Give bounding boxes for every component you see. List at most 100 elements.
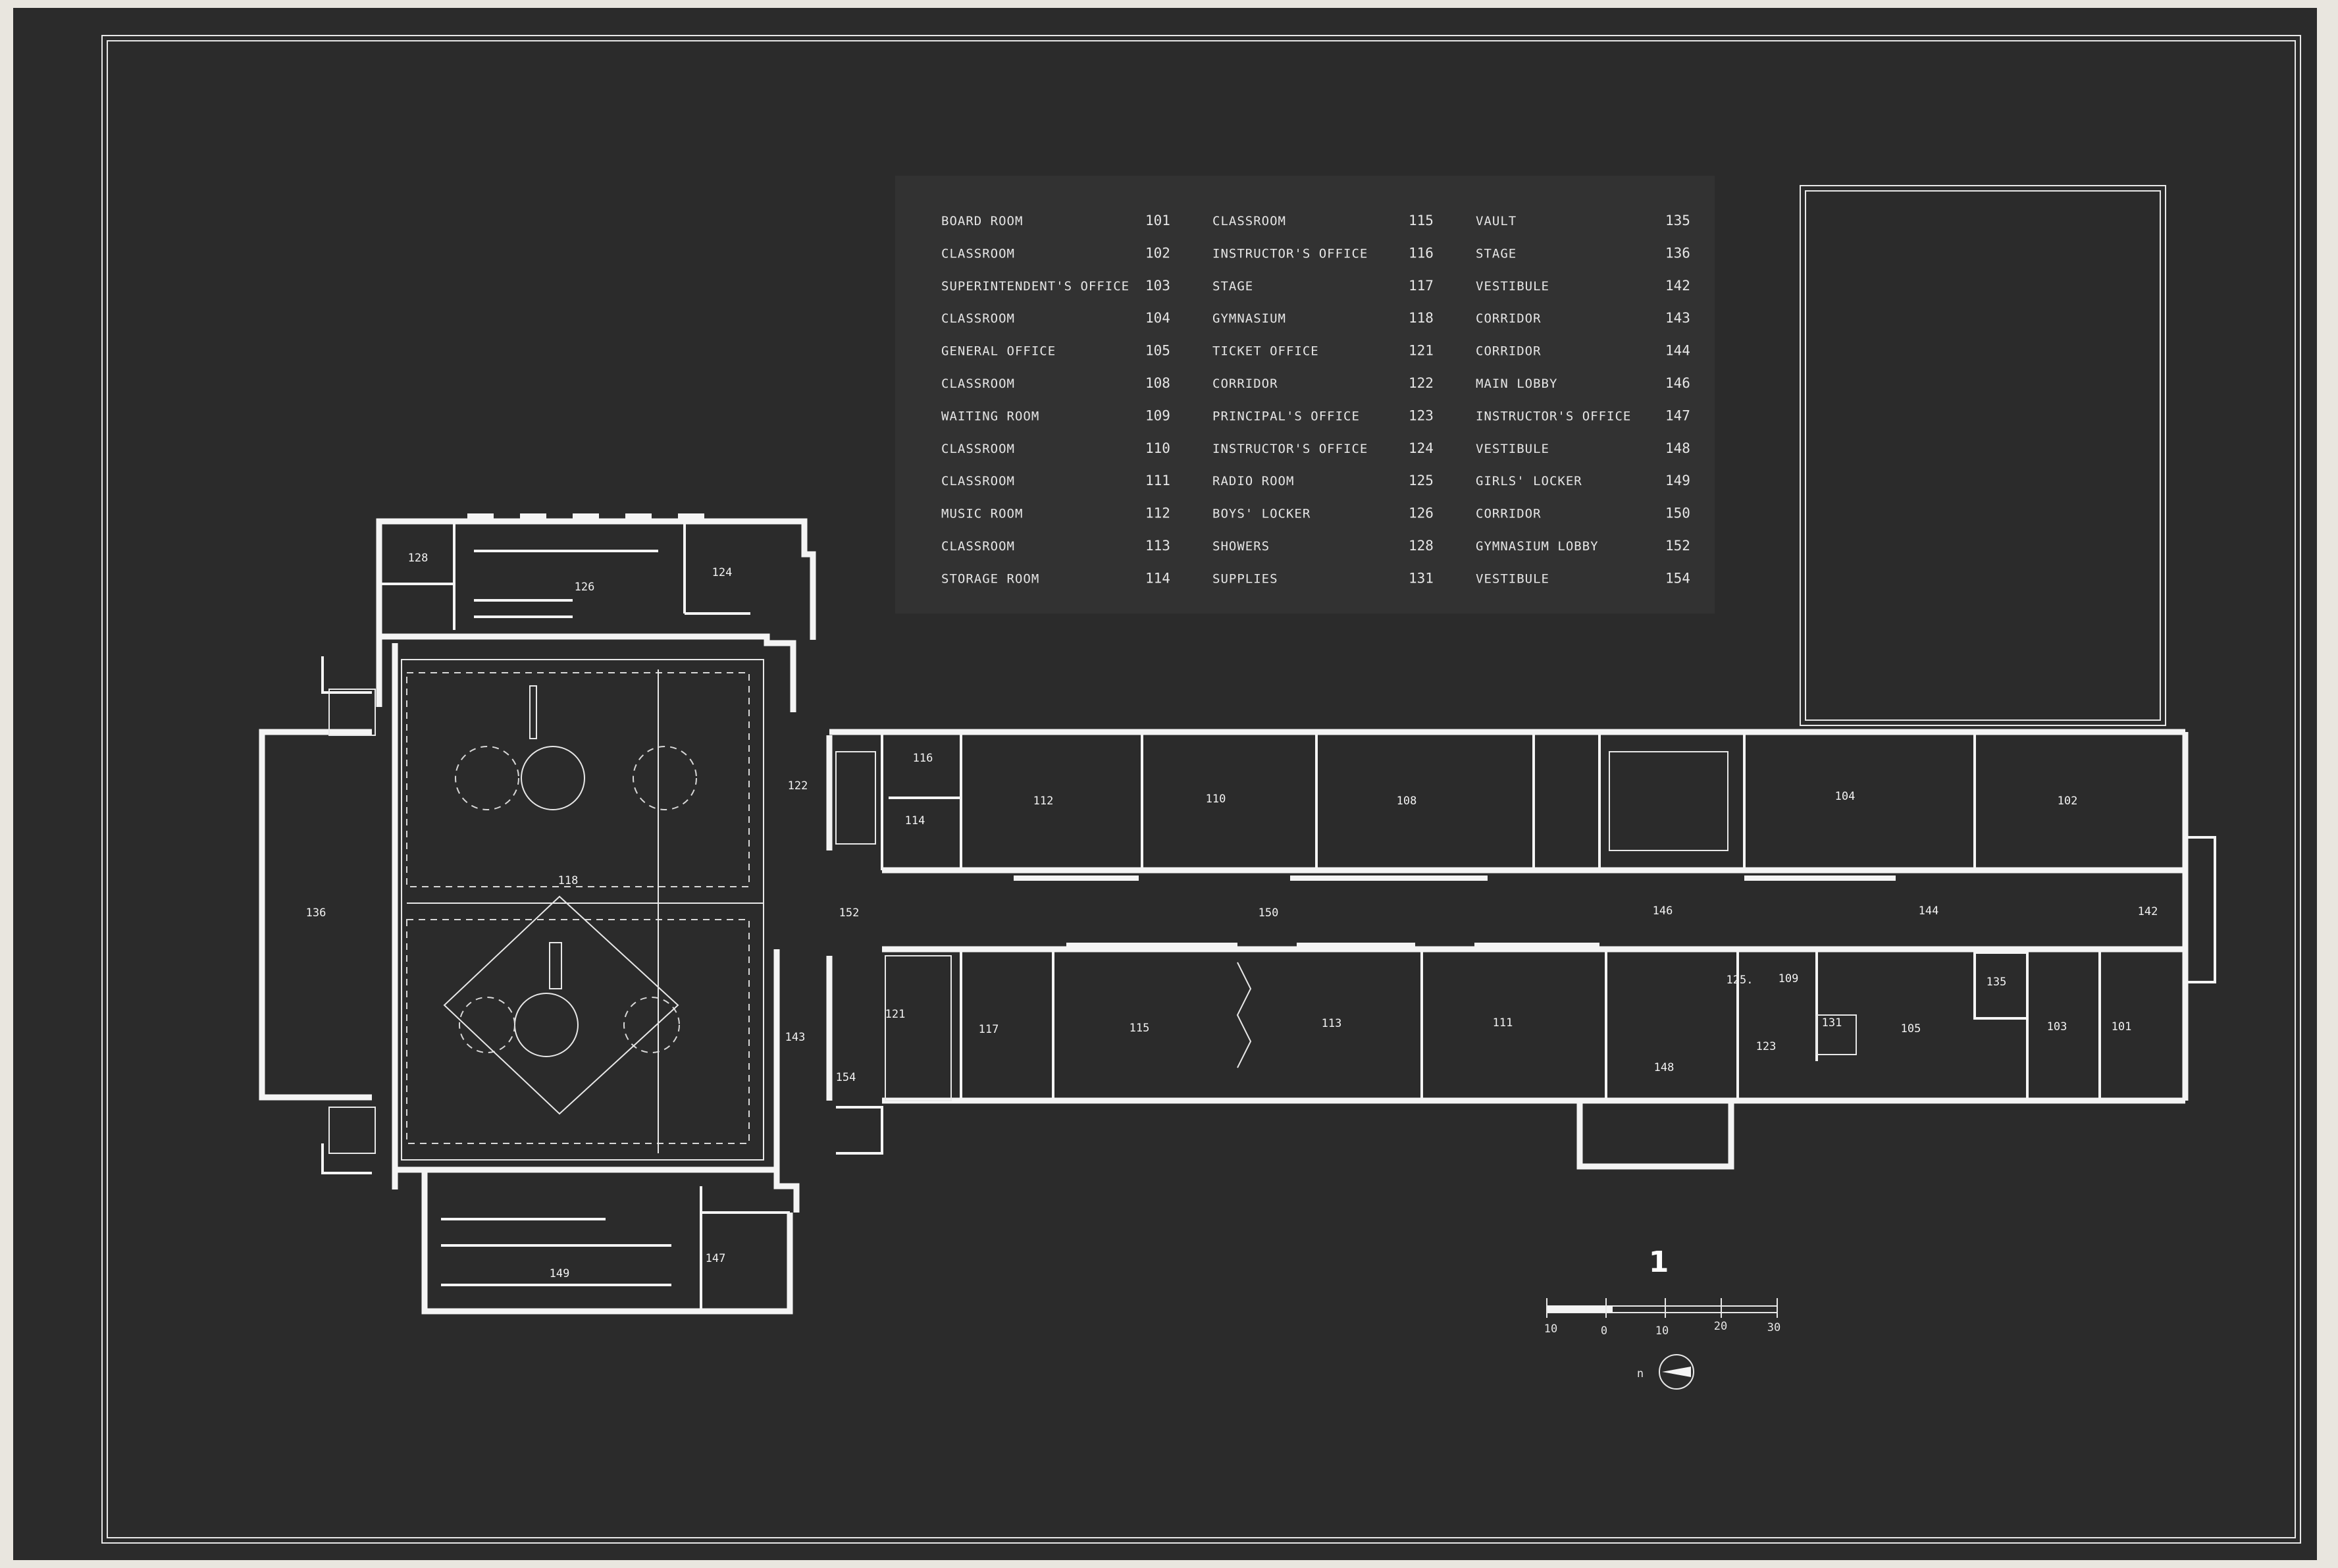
room-label-152: 152 — [839, 906, 860, 920]
room-label-128: 128 — [408, 552, 429, 565]
schedule-room-name: GYMNASIUM — [1212, 311, 1286, 326]
schedule-room-number: 112 — [1145, 506, 1170, 521]
schedule-room-name: WAITING ROOM — [941, 409, 1039, 423]
schedule-room-number: 154 — [1665, 570, 1690, 586]
schedule-room-number: 148 — [1665, 440, 1690, 456]
schedule-room-number: 113 — [1145, 538, 1170, 554]
scale-tick-1: 10 — [1544, 1322, 1557, 1336]
room-label-143: 143 — [785, 1031, 806, 1044]
court-circle-4 — [514, 993, 579, 1057]
schedule-room-number: 116 — [1409, 245, 1434, 261]
room-label-122: 122 — [788, 779, 808, 793]
building-walls — [259, 518, 2216, 1315]
court-circle-3 — [521, 746, 585, 810]
room-label-112: 112 — [1033, 795, 1054, 808]
schedule-room-name: CORRIDOR — [1212, 377, 1278, 391]
sheet-border-outer — [101, 35, 2301, 1544]
room-label-124: 124 — [712, 566, 733, 579]
schedule-room-name: MAIN LOBBY — [1476, 377, 1557, 391]
vault-135 — [1973, 951, 2029, 1020]
schedule-room-name: SUPERINTENDENT'S OFFICE — [941, 279, 1130, 294]
scale-tick-5: 30 — [1767, 1321, 1780, 1334]
window-strip-4 — [1066, 943, 1237, 948]
room-label-109: 109 — [1779, 972, 1799, 985]
schedule-room-number: 121 — [1409, 343, 1434, 359]
schedule-room-name: SHOWERS — [1212, 539, 1270, 554]
sheet-border-inner — [107, 40, 2296, 1538]
schedule-room-number: 118 — [1409, 310, 1434, 326]
room-label-135: 135 — [1987, 976, 2007, 989]
schedule-room-number: 105 — [1145, 343, 1170, 359]
north-arrow-circle — [1659, 1354, 1694, 1390]
north-arrow-pointer — [1662, 1367, 1691, 1377]
court-north — [406, 672, 750, 887]
window-strip-5 — [1297, 943, 1415, 948]
schedule-room-name: MUSIC ROOM — [941, 507, 1023, 521]
wall-gym-east — [773, 949, 800, 1213]
schedule-room-name: PRINCIPAL'S OFFICE — [1212, 409, 1360, 423]
schedule-room-number: 126 — [1409, 506, 1434, 521]
room-label-104: 104 — [1835, 790, 1856, 803]
north-arrow-label: n — [1637, 1367, 1644, 1380]
schedule-room-name: CORRIDOR — [1476, 507, 1542, 521]
window-strip-1 — [1014, 875, 1139, 881]
schedule-room-number: 135 — [1665, 213, 1690, 228]
schedule-room-name: GIRLS' LOCKER — [1476, 474, 1582, 488]
room-label-142: 142 — [2138, 905, 2158, 918]
ticket-office-block — [885, 955, 952, 1101]
schedule-room-number: 150 — [1665, 506, 1690, 521]
schedule-room-number: 110 — [1145, 440, 1170, 456]
room-label-131: 131 — [1822, 1016, 1842, 1030]
schedule-room-name: CORRIDOR — [1476, 311, 1542, 326]
room-label-108: 108 — [1397, 795, 1417, 808]
wall-gym-north — [379, 633, 796, 712]
schedule-room-number: 128 — [1409, 538, 1434, 554]
room-labels: 128 126 124 122 116 114 112 110 108 104 … — [306, 549, 2158, 1280]
schedule-room-number: 143 — [1665, 310, 1690, 326]
schedule-room-name: BOARD ROOM — [941, 214, 1023, 228]
schedule-room-number: 101 — [1145, 213, 1170, 228]
room-label-123: 123 — [1756, 1040, 1777, 1053]
schedule-panel — [895, 176, 1715, 614]
schedule-room-number: 123 — [1409, 407, 1434, 423]
schedule-room-name: CLASSROOM — [941, 442, 1015, 456]
room-label-116: 116 — [913, 752, 933, 765]
window-strip-6 — [1474, 943, 1599, 948]
window-2 — [520, 513, 546, 523]
schedule-room-number: 136 — [1665, 245, 1690, 261]
window-3 — [573, 513, 599, 523]
schedule-room-name: SUPPLIES — [1212, 571, 1278, 586]
scale-tick-2: 0 — [1601, 1324, 1607, 1338]
window-1 — [467, 513, 494, 523]
supplies-131 — [1816, 1014, 1857, 1055]
folding-partition — [1236, 962, 1252, 1068]
schedule-room-number: 117 — [1409, 278, 1434, 294]
schedule-room-name: TICKET OFFICE — [1212, 344, 1319, 359]
schedule-room-name: BOYS' LOCKER — [1212, 507, 1311, 521]
schedule-room-number: 147 — [1665, 407, 1690, 423]
schedule-room-number: 131 — [1409, 570, 1434, 586]
room-label-125: 125. — [1727, 974, 1754, 987]
wall-north-wing — [376, 518, 816, 707]
scale-tick-4: 20 — [1714, 1320, 1727, 1333]
window-strip-3 — [1744, 875, 1896, 881]
baseball-diamond — [443, 895, 679, 1115]
room-label-117: 117 — [979, 1023, 999, 1036]
schedule-room-name: GYMNASIUM LOBBY — [1476, 539, 1599, 554]
main-entrance — [1576, 1101, 1734, 1170]
schedule-room-number: 122 — [1409, 375, 1434, 391]
schedule-room-name: INSTRUCTOR'S OFFICE — [1212, 442, 1368, 456]
schedule-room-number: 104 — [1145, 310, 1170, 326]
title-block-outer — [1800, 185, 2166, 726]
schedule-room-number: 109 — [1145, 407, 1170, 423]
room-label-146: 146 — [1653, 904, 1673, 918]
schedule-room-name: VESTIBULE — [1476, 279, 1549, 294]
schedule-room-number: 111 — [1145, 473, 1170, 488]
schedule-room-number: 115 — [1409, 213, 1434, 228]
court-south — [406, 919, 750, 1144]
stair-sw-treads — [328, 1107, 376, 1154]
schedule-room-name: INSTRUCTOR'S OFFICE — [1476, 409, 1631, 423]
schedule-room-name: CLASSROOM — [941, 246, 1015, 261]
stair-nw — [321, 656, 372, 694]
